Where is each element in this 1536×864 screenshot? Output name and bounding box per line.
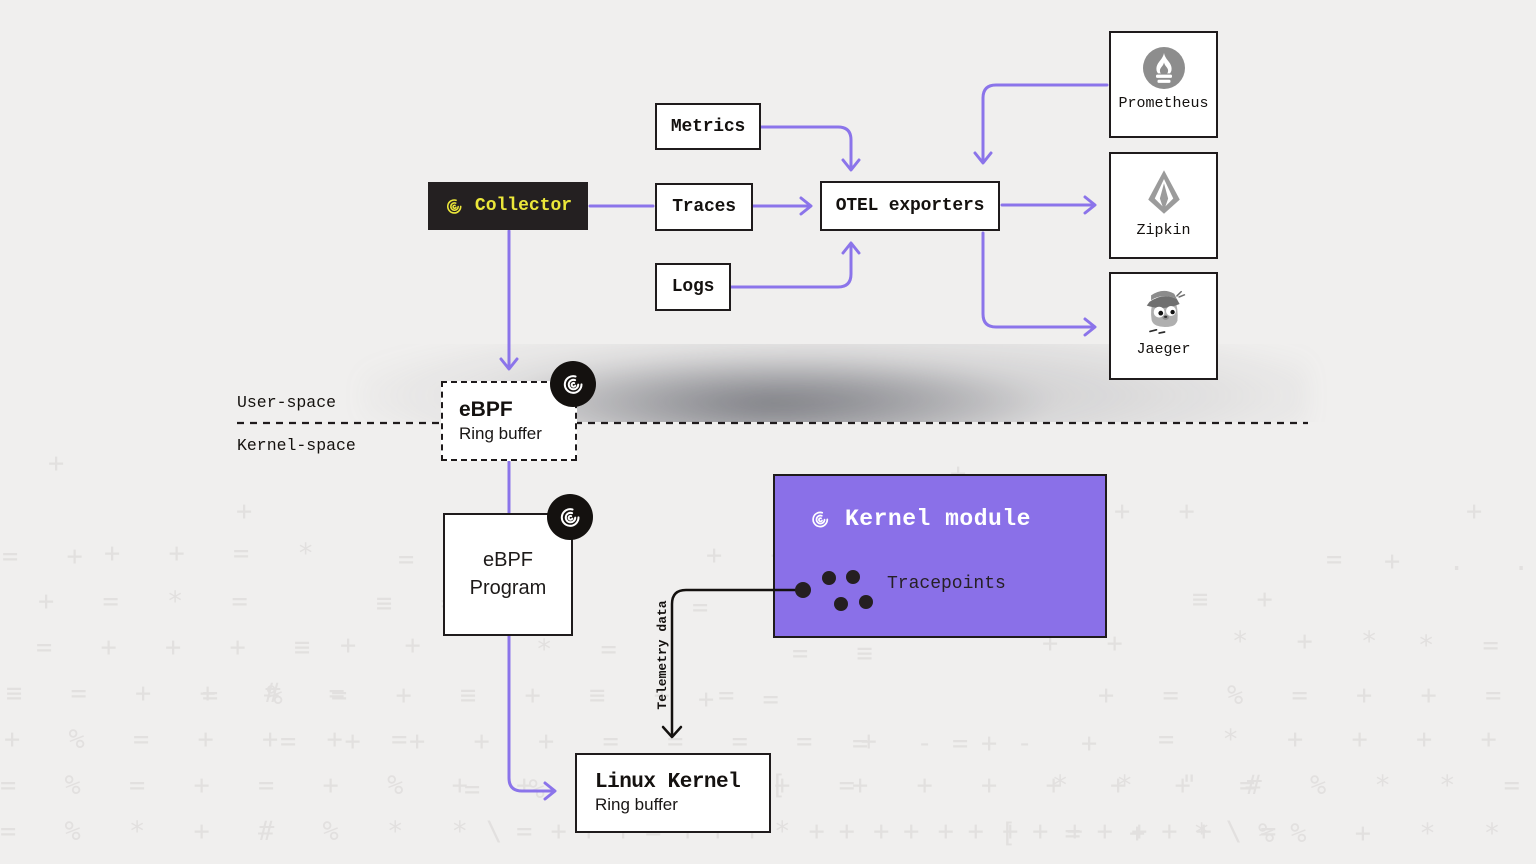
node-logs: Logs [655,263,731,311]
texture-row: \ + + + + + + + + + + + = [486,816,1293,847]
ring-buffer-spiral-badge-icon [550,361,596,407]
jaeger-label: Jaeger [1136,341,1191,358]
jaeger-gopher-icon [1136,283,1192,339]
otel-exporters-label: OTEL exporters [835,196,985,216]
texture-row: + . . + [1384,546,1529,577]
prometheus-label: Prometheus [1118,95,1209,112]
kernel-module-header: Kernel module [809,506,1031,532]
texture-row: + + = * [104,538,330,569]
texture-row: ≡ + [1192,584,1289,615]
metrics-label: Metrics [670,116,746,137]
texture-row: = + [2,541,99,572]
node-jaeger: Jaeger [1109,272,1218,380]
user-space-label: User-space [237,393,337,412]
zipkin-label: Zipkin [1136,222,1191,239]
zipkin-icon [1139,167,1189,217]
texture-row: = % [464,774,561,805]
node-traces: Traces [655,183,753,231]
texture-row: = [692,592,725,623]
ebpf-ring-buffer-subtitle: Ring buffer [459,424,542,443]
traces-label: Traces [672,197,736,217]
node-metrics: Metrics [655,103,761,150]
node-linux-kernel: Linux Kernel Ring buffer [575,753,771,833]
ebpf-program-line2: Program [469,577,547,599]
texture-row: + = % = + + = + = + = [1098,680,1518,711]
kernel-module-title: Kernel module [845,506,1031,532]
texture-row: + + + + + + = [852,770,1272,801]
texture-row: = % * + # % * * = + = + * + + + + + + \ [0,816,1258,847]
texture-row: + [48,448,81,479]
texture-row: + + [1114,496,1211,527]
texture-row: + = [698,684,795,715]
kernel-space-label: Kernel-space [237,436,356,455]
telemetry-data-label: Telemetry data [655,600,670,710]
texture-row: = [398,544,431,575]
linux-kernel-subtitle: Ring buffer [595,795,678,814]
ebpf-program-line1: eBPF [482,549,534,571]
texture-row: = - + [852,728,1014,759]
texture-row: [ = + * %% + * * " % " * # " " % * [1000,818,1517,849]
texture-row: * = [1418,630,1515,661]
prometheus-icon [1142,46,1186,90]
texture-row: + [236,496,269,527]
texture-row: + + [340,630,437,661]
texture-row: = + + + ≡ [36,632,327,663]
texture-row: = * + + + + = + = + + [1158,724,1513,755]
logs-label: Logs [671,277,715,297]
texture-row: * = [536,634,633,665]
kernel-module-spiral-logo-icon [809,508,832,531]
texture-row: * * " # % * * = * * % + % + %% % [1052,770,1536,801]
collector-label: Collector [474,196,573,216]
texture-row: + % = + + + = [4,724,424,755]
texture-row: [ [770,770,803,801]
texture-row: ≡ = + + # = [6,678,361,709]
texture-row: + = * = [38,586,264,617]
node-zipkin: Zipkin [1109,152,1218,259]
ebpf-ring-buffer-title: eBPF [459,398,513,421]
ebpf-program-spiral-badge-icon [547,494,593,540]
texture-row: = [1326,544,1359,575]
texture-row: = ≡ [792,638,889,669]
node-otel-exporters: OTEL exporters [820,181,1000,231]
node-prometheus: Prometheus [1109,31,1218,138]
node-collector: Collector [428,182,588,230]
tracepoints-label: Tracepoints [887,574,1006,594]
texture-row: + [1466,496,1499,527]
linux-kernel-title: Linux Kernel [595,771,741,794]
node-kernel-module: Kernel module Tracepoints [773,474,1107,638]
texture-row: * + * [1232,626,1394,657]
texture-row: = - + [952,728,1114,759]
collector-spiral-logo-icon [444,196,465,217]
texture-row: = + + + + = = = = + [280,726,893,757]
